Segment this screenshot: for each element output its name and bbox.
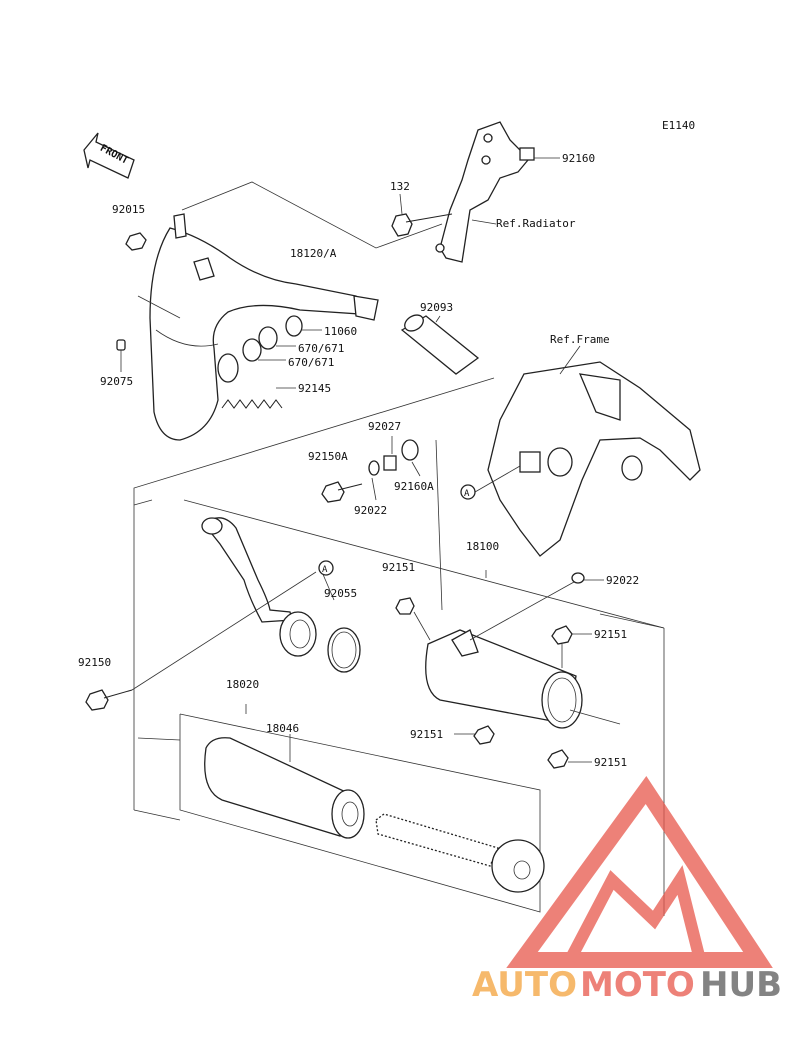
gasket-92055 [327, 627, 361, 673]
logo-hub: HUB [700, 965, 782, 1005]
callout-18046: 18046 [266, 722, 299, 735]
callout-92150: 92150 [78, 656, 111, 669]
silencer-body [425, 629, 583, 729]
o-ring-670b [242, 338, 262, 362]
callout-92145: 92145 [298, 382, 331, 395]
callout-92160: 92160 [562, 152, 595, 165]
header-pipe [201, 517, 317, 657]
ref-frame: Ref.Frame [550, 333, 610, 346]
marker-a-lower: A [322, 565, 328, 575]
logo-moto: MOTO [580, 965, 695, 1005]
callout-18100: 18100 [466, 540, 499, 553]
callout-92151-d: 92151 [594, 756, 627, 769]
callout-92022-b: 92022 [606, 574, 639, 587]
inner-pipe-18046 [375, 813, 545, 893]
washer-92022b [571, 572, 585, 584]
washer-92022a [368, 460, 380, 476]
callout-670-671-b: 670/671 [288, 356, 334, 369]
callout-92151-b: 92151 [594, 628, 627, 641]
collar-92027 [383, 455, 397, 471]
logo-auto: AUTO [472, 965, 577, 1005]
o-ring-670a [258, 326, 278, 350]
callout-92075: 92075 [100, 375, 133, 388]
callout-18020: 18020 [226, 678, 259, 691]
frame-reference [487, 361, 701, 557]
callout-92055: 92055 [324, 587, 357, 600]
front-arrow-icon: FRONT [83, 132, 135, 179]
ref-radiator: Ref.Radiator [496, 217, 576, 230]
bolt-92151c [473, 725, 495, 745]
callout-92150A: 92150A [308, 450, 348, 463]
callout-132: 132 [390, 180, 410, 193]
diagram-code: E1140 [662, 119, 695, 132]
expansion-chamber [149, 213, 379, 441]
callout-18120A: 18120/A [290, 247, 337, 260]
bolt-92151d [547, 749, 569, 769]
callout-11060: 11060 [324, 325, 357, 338]
automotohub-logo: AUTO MOTO HUB [472, 775, 782, 1005]
bolt-132 [391, 213, 453, 237]
grommet-92075 [116, 339, 126, 351]
bolt-92150A [321, 481, 345, 503]
callout-92027: 92027 [368, 420, 401, 433]
callout-92151-a: 92151 [382, 561, 415, 574]
radiator-bracket [435, 121, 535, 263]
callout-92160A: 92160A [394, 480, 434, 493]
connecting-pipe-92093 [400, 314, 480, 375]
bolt-92151b [551, 625, 573, 645]
bolt-92151a [395, 597, 415, 615]
marker-a-frame: A [464, 489, 470, 499]
spring-92145 [221, 399, 283, 409]
callout-670-671-a: 670/671 [298, 342, 344, 355]
callout-92022-a: 92022 [354, 504, 387, 517]
damper-92160A [401, 439, 419, 461]
callout-92151-c: 92151 [410, 728, 443, 741]
o-ring-11060 [285, 315, 303, 337]
callout-92015: 92015 [112, 203, 145, 216]
bolt-92150 [85, 689, 133, 711]
muffler-outer [204, 737, 365, 839]
callout-92093: 92093 [420, 301, 453, 314]
nut-92015 [125, 232, 147, 251]
